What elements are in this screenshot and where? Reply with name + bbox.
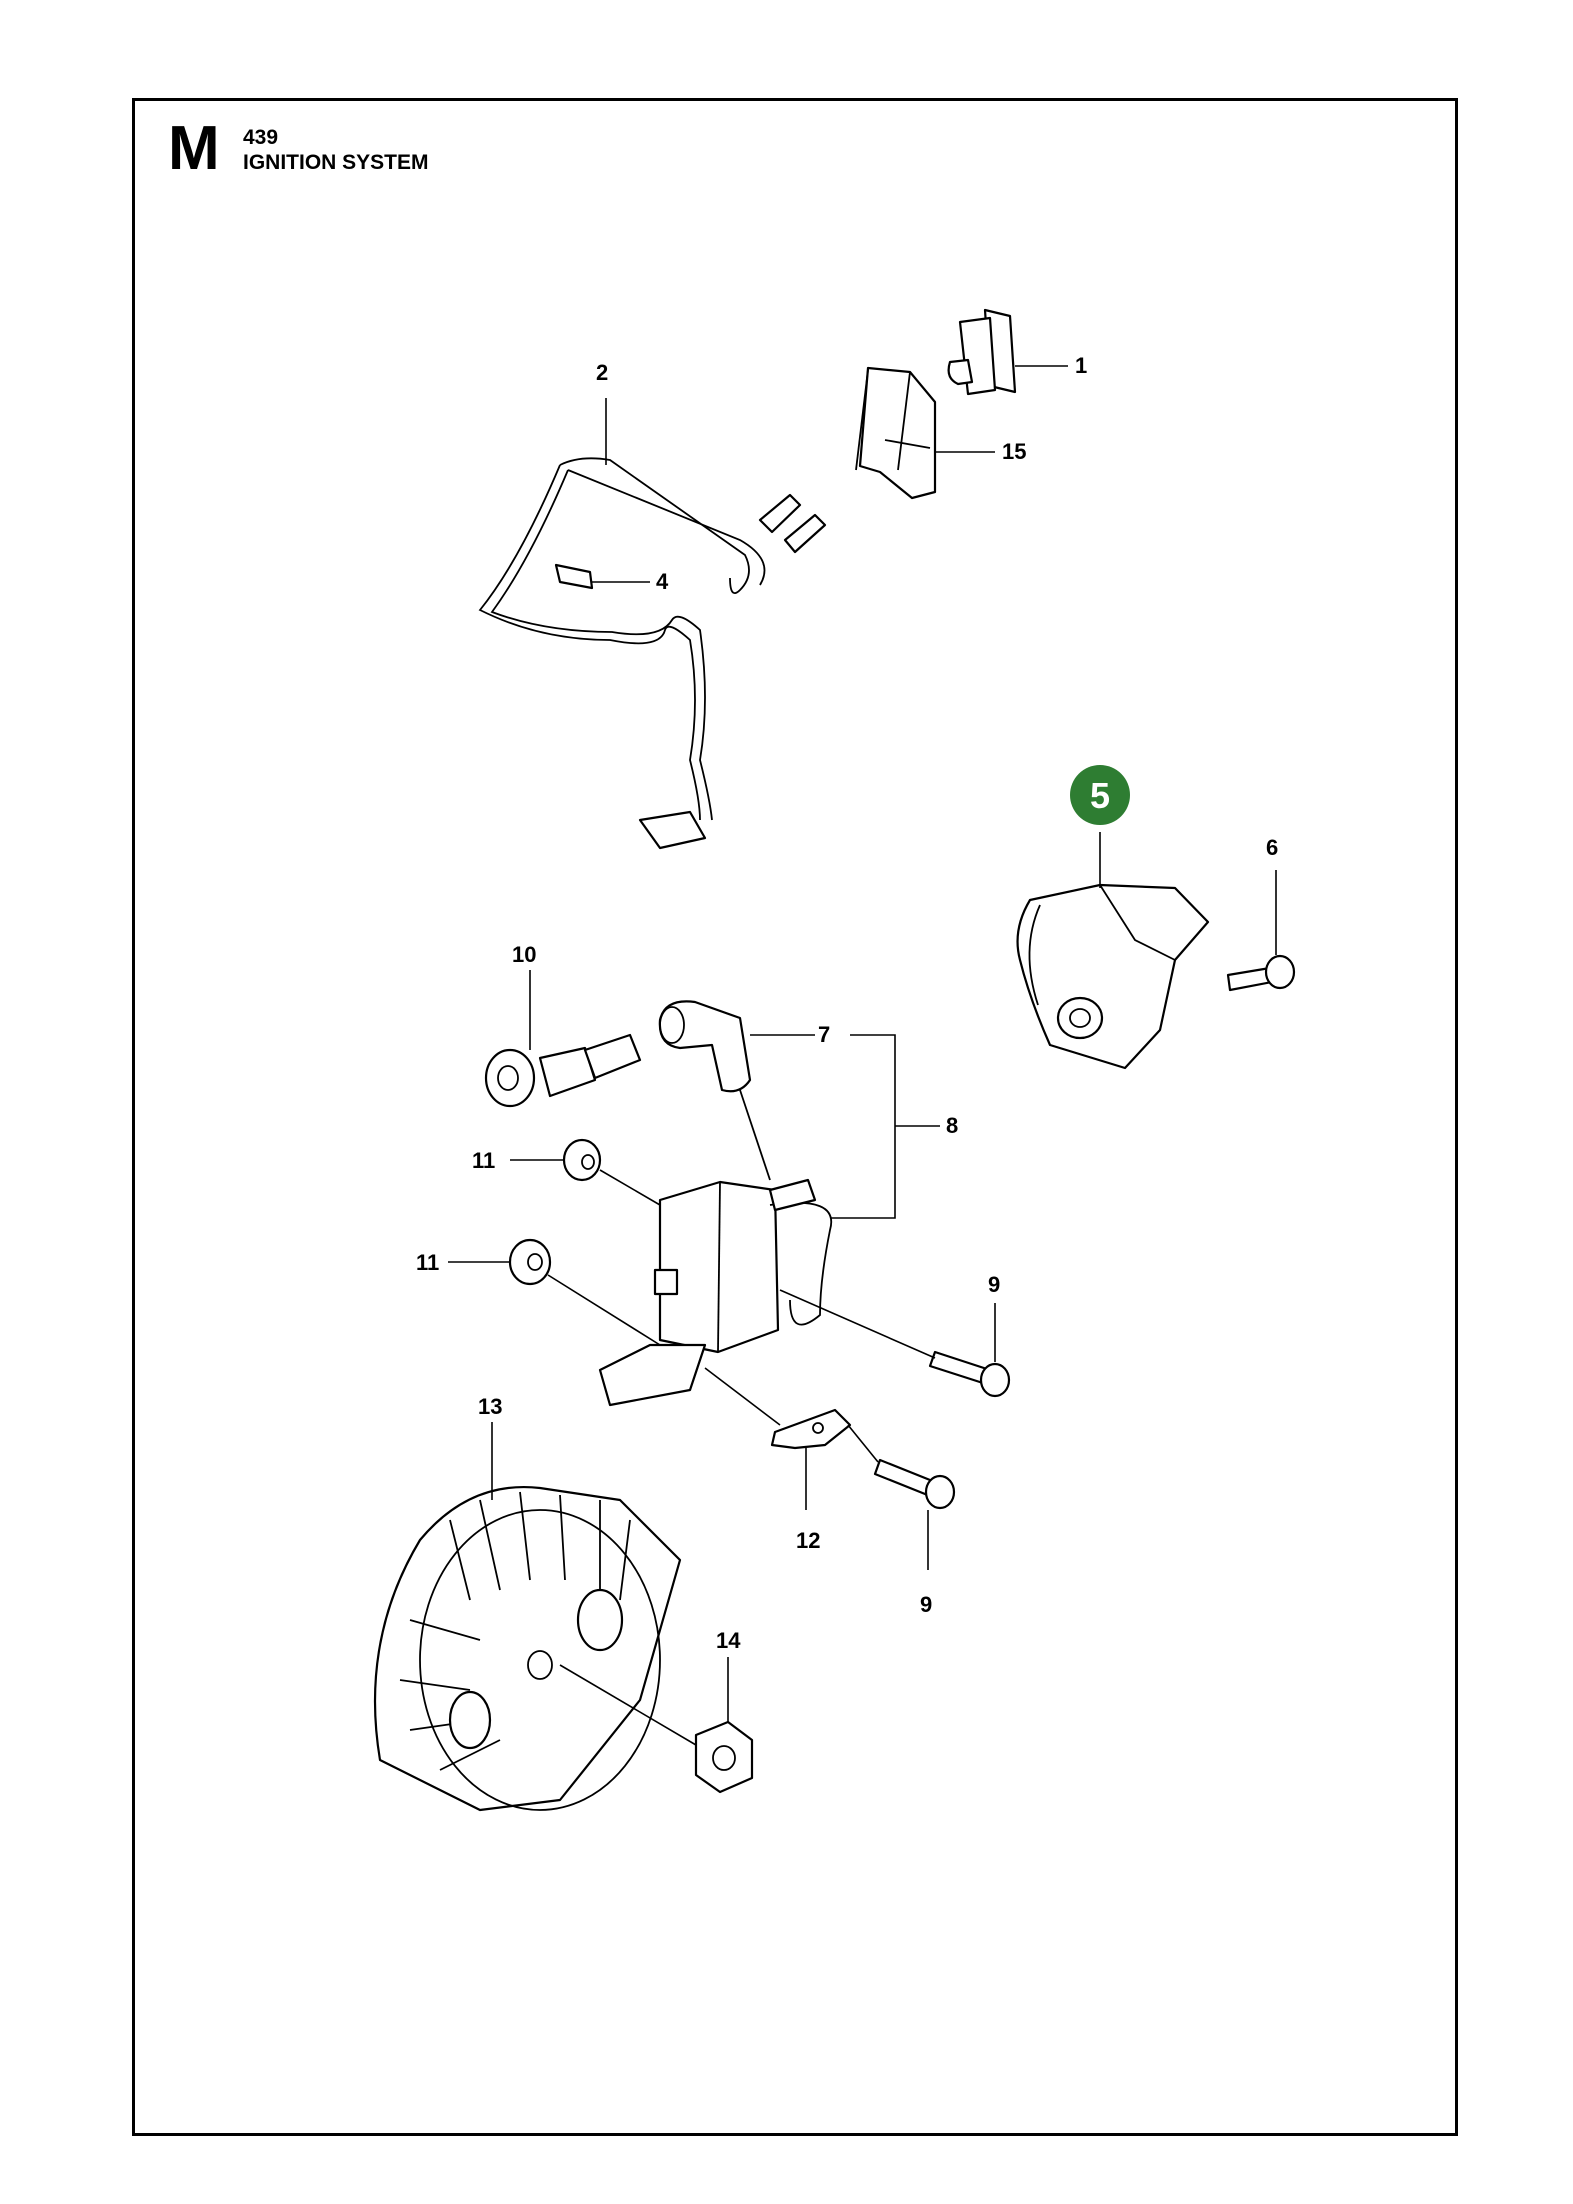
callout-8: 8: [946, 1113, 958, 1138]
callout-11-lower: 11: [416, 1250, 439, 1275]
callout-11-upper: 11: [472, 1148, 495, 1173]
highlight-badge[interactable]: 5: [1070, 765, 1130, 825]
model-number: 439: [243, 126, 279, 149]
highlight-badge-number: 5: [1090, 775, 1110, 816]
part-9-screw-lower[interactable]: [873, 1458, 956, 1570]
part-12-ground-plate[interactable]: [704, 1367, 879, 1510]
part-7-spark-plug-boot[interactable]: [658, 1000, 815, 1093]
part-8-ignition-module[interactable]: [598, 1089, 833, 1407]
part-6-screw[interactable]: [1226, 870, 1296, 992]
part-2-wiring-harness[interactable]: [478, 398, 827, 850]
callout-12: 12: [796, 1528, 820, 1553]
part-14-nut[interactable]: [559, 1657, 754, 1794]
part-1-switch[interactable]: [947, 308, 1068, 396]
part-9-screw-upper[interactable]: [779, 1289, 1011, 1398]
callout-4: 4: [656, 569, 669, 594]
part-10-spark-plug[interactable]: [484, 970, 642, 1108]
part-4-clip[interactable]: [554, 563, 650, 590]
part-5-ignition-cover[interactable]: [1016, 832, 1210, 1070]
callout-6: 6: [1266, 835, 1278, 860]
callout-13: 13: [478, 1394, 502, 1419]
callout-1: 1: [1075, 353, 1087, 378]
callout-15: 15: [1002, 439, 1026, 464]
part-11-spacer-upper[interactable]: [510, 1138, 661, 1206]
callout-9-upper: 9: [988, 1272, 1000, 1297]
part-8-bracket: [830, 1034, 940, 1219]
callout-10: 10: [512, 942, 536, 967]
callout-7: 7: [818, 1022, 830, 1047]
part-13-flywheel[interactable]: [373, 1422, 682, 1812]
highlight-badge-circle: [1070, 765, 1130, 825]
part-15-switch-housing[interactable]: [855, 366, 995, 500]
part-11-spacer-lower[interactable]: [448, 1238, 661, 1346]
diagram-frame: [132, 98, 1458, 2136]
section-title: IGNITION SYSTEM: [243, 151, 429, 174]
callout-14: 14: [716, 1628, 741, 1653]
callout-2: 2: [596, 360, 608, 385]
section-letter: M: [168, 114, 220, 183]
callout-9-lower: 9: [920, 1592, 932, 1617]
